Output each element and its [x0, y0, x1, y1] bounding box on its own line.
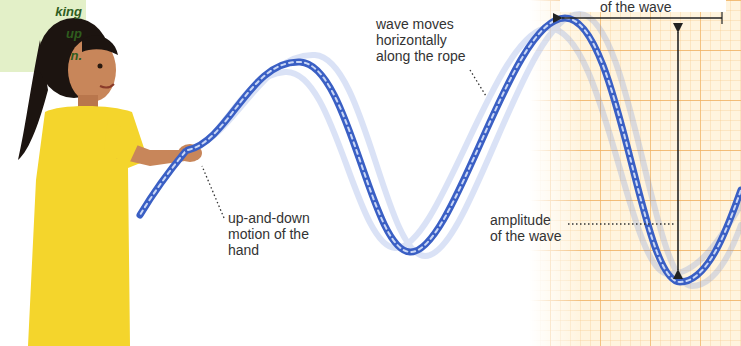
side-text: king: [20, 4, 82, 20]
wavelength-label: of the wave: [600, 0, 710, 15]
leader-lines: [202, 70, 674, 224]
wave-label: wave moves horizontally along the rope: [376, 16, 474, 64]
amplitude-arrow: [677, 32, 679, 270]
side-text: n.: [20, 48, 82, 64]
wavelength-arrow: [562, 17, 722, 19]
wavelength-tick: [721, 12, 722, 24]
hand-label: up-and-down motion of the hand: [228, 210, 316, 258]
side-text: up: [20, 26, 82, 42]
amplitude-label: amplitude of the wave: [490, 212, 566, 244]
girl-figure: [18, 18, 202, 346]
ghost-waves: [188, 14, 741, 286]
